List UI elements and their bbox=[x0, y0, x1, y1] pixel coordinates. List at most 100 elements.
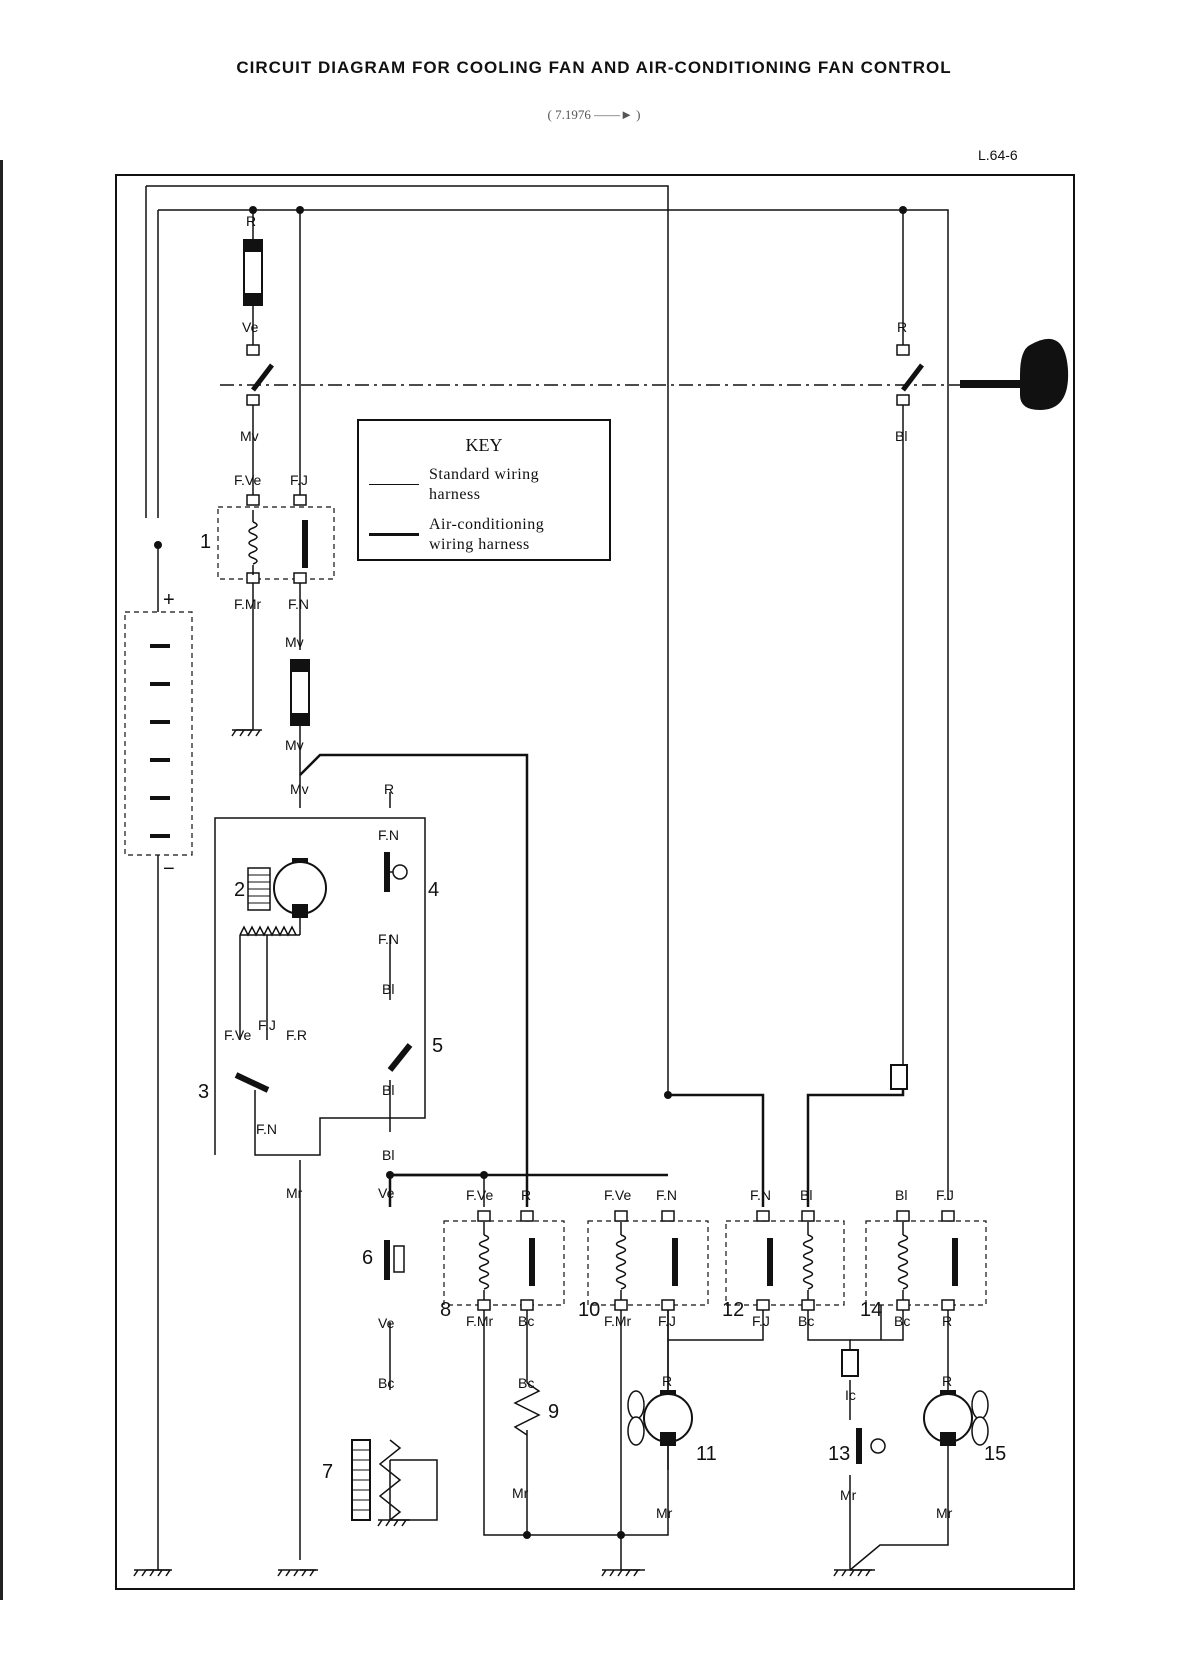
wire-label: F.J bbox=[936, 1187, 954, 1203]
compressor-clutch-7-icon bbox=[351, 1439, 402, 1521]
wire-label: F.Mr bbox=[234, 596, 262, 612]
standard-line-sample bbox=[369, 484, 419, 485]
ground-icons bbox=[133, 729, 872, 1577]
component-number: 5 bbox=[432, 1035, 443, 1057]
component-number: 15 bbox=[984, 1443, 1006, 1465]
wire-label: F.N bbox=[656, 1187, 677, 1203]
wire-label: R bbox=[897, 319, 907, 335]
battery-plus-label: + bbox=[163, 589, 175, 611]
component-number: 11 bbox=[696, 1443, 717, 1465]
component-boxes bbox=[124, 506, 987, 1306]
wire-label: Ve bbox=[242, 319, 259, 335]
wire-label: F.N bbox=[256, 1121, 277, 1137]
fan-motor-15-icon bbox=[923, 1390, 989, 1446]
switch-3-icon bbox=[234, 1072, 270, 1093]
key-legend: KEY Standard wiring harness Air-conditio… bbox=[357, 419, 611, 561]
component-number: 7 bbox=[322, 1461, 333, 1483]
wire-label: Bc bbox=[518, 1375, 534, 1391]
wire-label: R bbox=[246, 213, 256, 229]
wire-label: R bbox=[942, 1373, 952, 1389]
wire-label: F.Mr bbox=[466, 1313, 494, 1329]
wire-label: F.N bbox=[288, 596, 309, 612]
diagram-date-range: ( 7.1976 ——► ) bbox=[547, 107, 641, 122]
fuse-icon bbox=[290, 659, 310, 726]
diagram-title: CIRCUIT DIAGRAM FOR COOLING FAN AND AIR-… bbox=[236, 58, 952, 77]
wire-label: Ve bbox=[378, 1315, 395, 1331]
wire-label: Bc bbox=[798, 1313, 814, 1329]
thermal-switch-13-icon bbox=[856, 1428, 886, 1464]
wire-label: F.J bbox=[290, 472, 308, 488]
component-number: 12 bbox=[722, 1299, 744, 1321]
wire-label: Bl bbox=[895, 1187, 907, 1203]
diagram-frame bbox=[115, 174, 1075, 1590]
wire-label: F.N bbox=[750, 1187, 771, 1203]
page-edge-shadow bbox=[0, 160, 3, 1600]
wire-label: Mv bbox=[285, 634, 304, 650]
wire-label: R bbox=[942, 1313, 952, 1329]
component-number: 13 bbox=[828, 1443, 850, 1465]
wire-label: Mr bbox=[656, 1505, 673, 1521]
component-number: 4 bbox=[428, 879, 439, 901]
wire-label: Mr bbox=[286, 1185, 303, 1201]
component-number: 14 bbox=[860, 1299, 882, 1321]
wire-label: R bbox=[662, 1373, 672, 1389]
wire-label: Mv bbox=[240, 428, 259, 444]
wire-label: F.R bbox=[286, 1027, 307, 1043]
wire-label: Bl bbox=[895, 428, 907, 444]
component-number: 3 bbox=[198, 1081, 209, 1103]
relay-coil-icon bbox=[248, 510, 308, 575]
component-number: 6 bbox=[362, 1247, 373, 1269]
aircon-line-sample bbox=[369, 533, 419, 536]
wire-label: F.Ve bbox=[224, 1027, 251, 1043]
ignition-key-icon bbox=[960, 338, 1069, 410]
switch-5-icon bbox=[387, 1043, 413, 1072]
wire-label: F.J bbox=[658, 1313, 676, 1329]
wire-label: F.Ve bbox=[604, 1187, 631, 1203]
wire-label: Bc bbox=[518, 1313, 534, 1329]
wire-label: Ve bbox=[378, 1185, 395, 1201]
wire-label: F.N bbox=[378, 827, 399, 843]
wire-label: F.Mr bbox=[604, 1313, 632, 1329]
key-aircon-label: Air-conditioning wiring harness bbox=[429, 516, 545, 553]
wire-label: Bc bbox=[378, 1375, 394, 1391]
inline-fuse-icon bbox=[841, 1064, 908, 1377]
relay-contact-bars bbox=[529, 1238, 958, 1286]
fan-motor-11-icon bbox=[627, 1390, 693, 1446]
relay-internals bbox=[478, 1222, 909, 1300]
battery-minus-label: − bbox=[163, 858, 175, 880]
wire-label: Bl bbox=[382, 1147, 394, 1163]
component-number: 2 bbox=[234, 879, 245, 901]
key-title: KEY bbox=[465, 435, 503, 455]
fan-motor-2-icon bbox=[239, 858, 327, 937]
component-number: 8 bbox=[440, 1299, 451, 1321]
wire-label: R bbox=[521, 1187, 531, 1203]
wire-label: F.Ve bbox=[466, 1187, 493, 1203]
wire-label: R bbox=[384, 781, 394, 797]
wire-label: Bl bbox=[382, 981, 394, 997]
wire-label: Mv bbox=[285, 737, 304, 753]
reference-code: L.64-6 bbox=[978, 147, 1018, 163]
component-number: 1 bbox=[200, 531, 211, 553]
wire-label: Mr bbox=[840, 1487, 857, 1503]
ignition-switch-icon bbox=[901, 363, 924, 392]
junction-dots bbox=[154, 206, 907, 1539]
battery-icon bbox=[150, 644, 170, 838]
resistor-9-icon bbox=[513, 1382, 541, 1436]
ignition-switch-icon bbox=[251, 363, 274, 392]
fuse-icon bbox=[243, 239, 263, 306]
wire-label: Mr bbox=[512, 1485, 529, 1501]
thermal-switch-4-icon bbox=[384, 852, 408, 892]
wire-label: Bl bbox=[382, 1082, 394, 1098]
key-standard-label: Standard wiring harness bbox=[429, 466, 540, 503]
pressure-switch-6-icon bbox=[384, 1240, 405, 1280]
component-number: 10 bbox=[578, 1299, 600, 1321]
wire-labels: R Ve Mv F.Ve F.J F.Mr F.N Mv Mv Mv R F.N… bbox=[224, 213, 954, 1521]
wire-label: F.J bbox=[258, 1017, 276, 1033]
wire-label: F.N bbox=[378, 931, 399, 947]
wire-label: F.Ve bbox=[234, 472, 261, 488]
wire-label: Ic bbox=[845, 1387, 856, 1403]
wire-label: Bl bbox=[800, 1187, 812, 1203]
wire-label: F.J bbox=[752, 1313, 770, 1329]
wire-label: Mr bbox=[936, 1505, 953, 1521]
